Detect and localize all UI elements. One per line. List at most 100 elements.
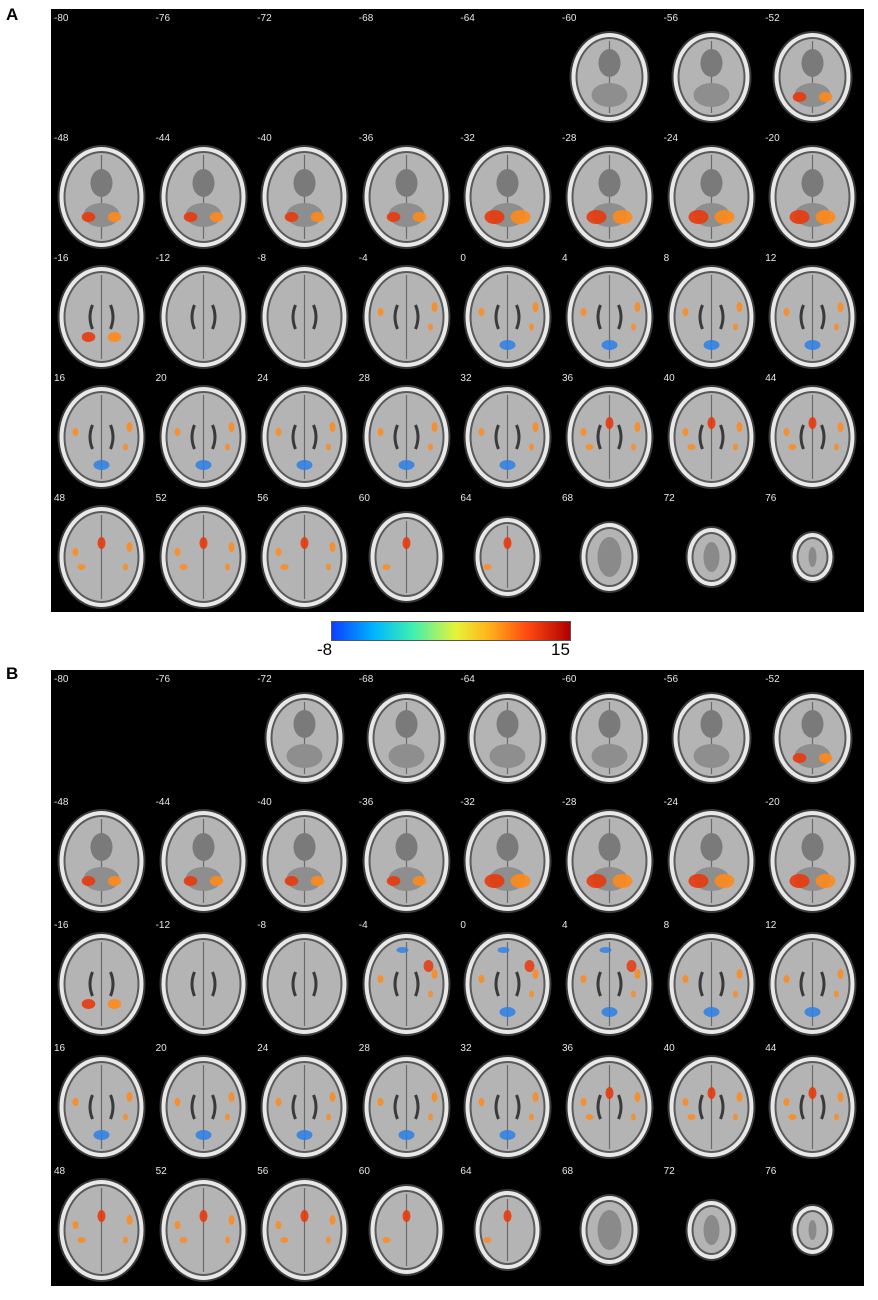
- slice-z-label: -8: [257, 920, 267, 931]
- brain-slice: -60: [559, 12, 660, 134]
- axial-brain-image: [159, 1055, 248, 1159]
- brain-slice: -72: [254, 12, 355, 134]
- axial-brain-image: [57, 1055, 146, 1159]
- axial-brain-image: [159, 265, 248, 369]
- brain-slice: -56: [661, 673, 762, 795]
- slice-z-label: -44: [155, 797, 171, 808]
- axial-brain-image: [260, 1055, 349, 1159]
- slice-z-label: 52: [155, 493, 167, 504]
- brain-slice: -60: [559, 673, 660, 795]
- brain-slice: -80: [51, 673, 152, 795]
- axial-brain-image: [768, 385, 857, 489]
- axial-brain-image: [463, 932, 552, 1036]
- axial-brain-image: [569, 692, 650, 784]
- brain-slice: -32: [457, 796, 558, 918]
- slice-z-label: -20: [765, 797, 780, 808]
- brain-slice: 48: [51, 492, 152, 614]
- slice-z-label: -28: [562, 797, 577, 808]
- brain-slice: 28: [356, 1042, 457, 1164]
- colorbar-max-label: 15: [551, 640, 570, 659]
- axial-brain-image: [463, 145, 552, 249]
- brain-slice: 4: [559, 919, 660, 1041]
- slice-z-label: -12: [155, 253, 171, 264]
- slice-z-label: -64: [460, 13, 475, 24]
- axial-brain-image: [473, 1189, 542, 1271]
- slice-z-label: 4: [562, 253, 568, 264]
- brain-slice: -24: [661, 132, 762, 254]
- slice-z-label: 20: [155, 373, 167, 384]
- slice-z-label: -40: [257, 133, 272, 144]
- slice-z-label: 24: [257, 1043, 269, 1054]
- slice-z-label: -36: [358, 133, 374, 144]
- slice-z-label: 68: [562, 493, 574, 504]
- slice-z-label: 36: [562, 373, 574, 384]
- brain-slice: 32: [457, 1042, 558, 1164]
- brain-slice: 8: [661, 919, 762, 1041]
- brain-slice: -28: [559, 796, 660, 918]
- slice-z-label: -32: [460, 797, 475, 808]
- brain-slice: 48: [51, 1165, 152, 1287]
- axial-brain-image: [260, 265, 349, 369]
- axial-brain-image: [671, 692, 752, 784]
- axial-brain-image: [463, 265, 552, 369]
- slice-z-label: 8: [663, 253, 670, 264]
- brain-slice: 72: [661, 1165, 762, 1287]
- slice-z-label: 76: [765, 1166, 777, 1177]
- brain-slice: 72: [661, 492, 762, 614]
- axial-brain-image: [57, 505, 146, 609]
- axial-brain-image: [159, 932, 248, 1036]
- slice-z-label: 32: [460, 373, 472, 384]
- brain-slice: -52: [762, 673, 863, 795]
- slice-z-label: 8: [663, 920, 670, 931]
- axial-brain-image: [667, 1055, 756, 1159]
- axial-brain-image: [768, 1055, 857, 1159]
- brain-slice: -48: [51, 796, 152, 918]
- axial-brain-image: [57, 809, 146, 913]
- slice-z-label: 76: [765, 493, 777, 504]
- slice-z-label: -48: [54, 133, 69, 144]
- brain-slice: -48: [51, 132, 152, 254]
- axial-brain-image: [362, 385, 451, 489]
- slice-z-label: 56: [257, 1166, 269, 1177]
- axial-brain-image: [569, 31, 650, 123]
- brain-slice: 8: [661, 252, 762, 374]
- axial-brain-image: [159, 145, 248, 249]
- slice-z-label: -28: [562, 133, 577, 144]
- brain-slice: -76: [153, 673, 254, 795]
- slice-z-label: -8: [257, 253, 267, 264]
- brain-slice: 28: [356, 372, 457, 494]
- slice-z-label: -80: [54, 674, 69, 685]
- slice-z-label: 4: [562, 920, 568, 931]
- slice-z-label: -68: [358, 674, 374, 685]
- axial-brain-image: [463, 809, 552, 913]
- brain-slice: 32: [457, 372, 558, 494]
- slice-z-label: 16: [54, 373, 66, 384]
- slice-z-label: -20: [765, 133, 780, 144]
- slice-z-label: 44: [765, 373, 777, 384]
- colorbar-gradient: [331, 621, 571, 641]
- brain-slice: 0: [457, 252, 558, 374]
- brain-slice: -16: [51, 919, 152, 1041]
- slice-z-label: 64: [460, 1166, 472, 1177]
- slice-z-label: -24: [663, 797, 679, 808]
- slice-z-label: -32: [460, 133, 475, 144]
- slice-z-label: 24: [257, 373, 269, 384]
- axial-brain-image: [362, 1055, 451, 1159]
- axial-brain-image: [565, 932, 654, 1036]
- brain-slice: -24: [661, 796, 762, 918]
- brain-slice: -40: [254, 796, 355, 918]
- brain-slice: 68: [559, 492, 660, 614]
- slice-z-label: 52: [155, 1166, 167, 1177]
- slice-z-label: 68: [562, 1166, 574, 1177]
- slice-z-label: -72: [257, 674, 272, 685]
- brain-slice: 56: [254, 492, 355, 614]
- slice-z-label: 48: [54, 493, 66, 504]
- slice-z-label: -4: [358, 253, 368, 264]
- axial-brain-image: [260, 145, 349, 249]
- brain-slice: -8: [254, 919, 355, 1041]
- axial-brain-image: [565, 265, 654, 369]
- brain-slice: 60: [356, 1165, 457, 1287]
- axial-brain-image: [57, 145, 146, 249]
- axial-brain-image: [260, 385, 349, 489]
- brain-slice: -40: [254, 132, 355, 254]
